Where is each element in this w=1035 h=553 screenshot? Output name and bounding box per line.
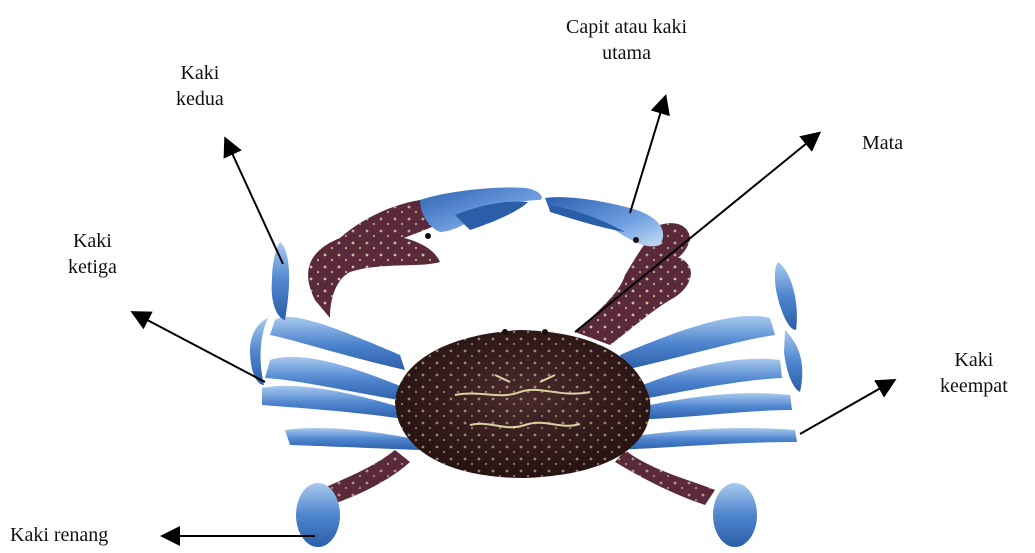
label-kaki-keempat-line1: Kaki: [940, 347, 1008, 373]
label-capit-line1: Capit atau kaki: [566, 14, 687, 40]
label-capit-line2: utama: [566, 40, 687, 66]
arrow-kaki-keempat: [800, 381, 893, 434]
label-kaki-ketiga: Kaki ketiga: [68, 228, 117, 280]
arrow-kaki-ketiga: [134, 313, 265, 382]
label-kaki-keempat: Kaki keempat: [940, 347, 1008, 399]
label-kaki-ketiga-line2: ketiga: [68, 254, 117, 280]
arrow-capit: [630, 98, 665, 213]
label-mata-text: Mata: [862, 130, 903, 156]
label-mata: Mata: [862, 130, 903, 156]
label-kaki-kedua-line2: kedua: [176, 86, 224, 112]
label-kaki-renang: Kaki renang: [10, 522, 108, 548]
label-capit: Capit atau kaki utama: [566, 14, 687, 66]
label-kaki-kedua: Kaki kedua: [176, 60, 224, 112]
label-kaki-kedua-line1: Kaki: [176, 60, 224, 86]
arrow-mata: [575, 134, 818, 332]
arrow-kaki-kedua: [226, 140, 283, 264]
label-kaki-renang-text: Kaki renang: [10, 522, 108, 548]
label-kaki-ketiga-line1: Kaki: [68, 228, 117, 254]
label-kaki-keempat-line2: keempat: [940, 373, 1008, 399]
